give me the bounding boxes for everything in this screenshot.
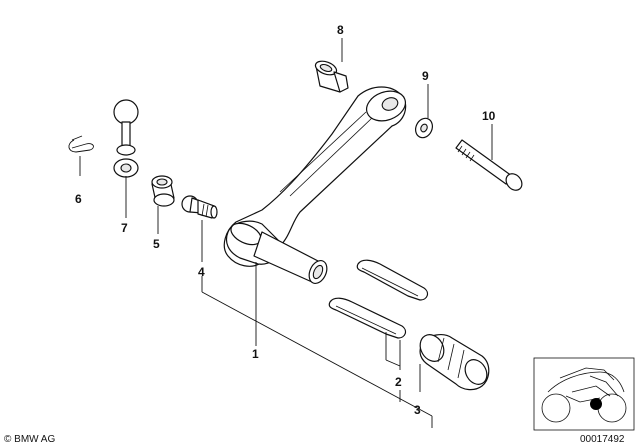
- callout-8: 8: [337, 23, 344, 37]
- location-marker: [590, 398, 602, 410]
- part-6-spring-clip[interactable]: [68, 135, 94, 153]
- part-8-bushing[interactable]: [314, 59, 349, 93]
- callout-labels: 1 2 3 4 5 6 7 8 9 10: [75, 23, 496, 417]
- part-5-spacer[interactable]: [151, 175, 175, 207]
- callout-5: 5: [153, 237, 160, 251]
- part-4-bolt[interactable]: [181, 195, 218, 219]
- callout-7: 7: [121, 221, 128, 235]
- location-thumbnail: [533, 357, 635, 431]
- leader-lines: [79, 38, 493, 428]
- callout-9: 9: [422, 69, 429, 83]
- copyright-text: © BMW AG: [4, 434, 55, 445]
- callout-6: 6: [75, 192, 82, 206]
- part-9-washer[interactable]: [413, 116, 436, 141]
- diagram-number: 00017492: [580, 434, 625, 445]
- part-10-bolt[interactable]: [455, 139, 525, 193]
- callout-10: 10: [482, 109, 496, 123]
- part-1-shift-lever[interactable]: [223, 86, 409, 286]
- footer: © BMW AG 00017492: [4, 434, 625, 445]
- callout-4: 4: [198, 265, 205, 279]
- part-7-ball-joint[interactable]: [113, 99, 139, 178]
- callout-2: 2: [395, 375, 402, 389]
- part-2-sleeve-shells[interactable]: [328, 259, 429, 339]
- callout-3: 3: [414, 403, 421, 417]
- part-3-peg-rubber[interactable]: [415, 330, 491, 391]
- callout-1: 1: [252, 347, 259, 361]
